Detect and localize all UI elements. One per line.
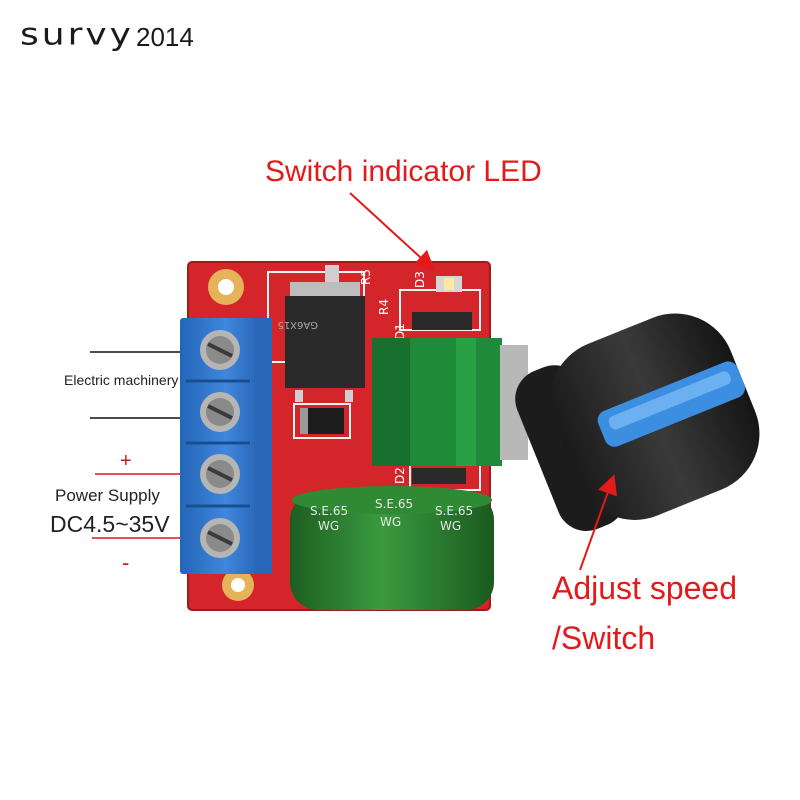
brand-year: 2014	[135, 22, 194, 52]
brand-name: survy	[20, 17, 134, 52]
speed-annotation-line2: /Switch	[552, 620, 656, 656]
svg-text:WG: WG	[440, 519, 461, 533]
power-supply-label: Power Supply	[55, 486, 160, 505]
brand-logo: survy 2014	[20, 14, 194, 55]
smd-diode-d2	[412, 468, 466, 484]
svg-text:S.E.65: S.E.65	[375, 497, 413, 511]
svg-text:S.E.65: S.E.65	[310, 504, 348, 518]
terminal-screw	[200, 392, 240, 432]
speed-annotation-line1: Adjust speed	[552, 570, 738, 606]
smd-diode-d1	[412, 312, 472, 330]
svg-text:S.E.65: S.E.65	[435, 504, 473, 518]
terminal-screw	[200, 454, 240, 494]
svg-text:D1: D1	[393, 323, 407, 340]
svg-text:WG: WG	[380, 515, 401, 529]
svg-text:WG: WG	[318, 519, 339, 533]
svg-text:R4: R4	[377, 299, 391, 315]
minus-label: -	[122, 550, 130, 575]
svg-text:R5: R5	[359, 269, 373, 285]
terminal-screw	[200, 518, 240, 558]
screw-terminal-block	[180, 318, 272, 574]
wiring-lines	[90, 351, 190, 539]
electrolytic-capacitor: S.E.65 S.E.65 S.E.65 WG WG WG	[290, 486, 494, 610]
voltage-label: DC4.5~35V	[50, 511, 170, 537]
mosfet-marking: GA6X15	[277, 319, 318, 330]
speed-knob	[515, 313, 760, 531]
plus-label: +	[120, 450, 132, 472]
led-annotation: Switch indicator LED	[265, 155, 542, 188]
svg-text:D3: D3	[413, 271, 427, 288]
motor-label: Electric machinery	[64, 372, 179, 388]
led-arrow	[349, 192, 435, 271]
component-labels: R5 R4 D3 D1 D2	[359, 269, 427, 484]
potentiometer	[372, 338, 528, 466]
knob-arrow	[579, 474, 618, 571]
svg-text:D2: D2	[393, 467, 407, 484]
mosfet-chip: GA6X15	[277, 265, 365, 402]
terminal-screw	[200, 330, 240, 370]
